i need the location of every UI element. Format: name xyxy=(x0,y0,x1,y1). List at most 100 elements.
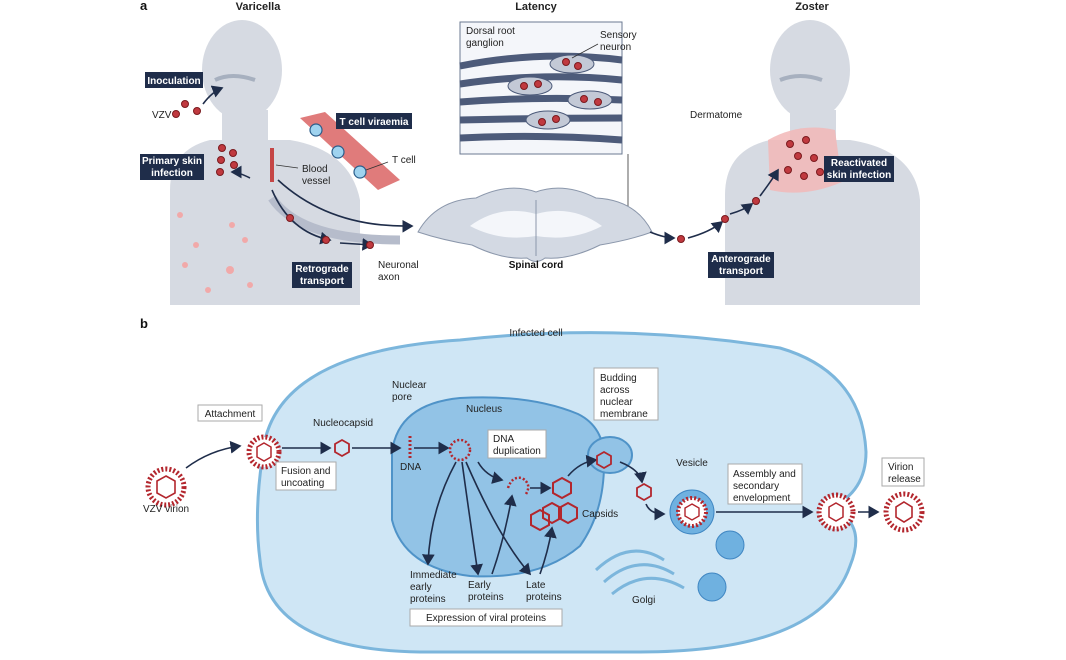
early-line1: Early xyxy=(468,580,491,591)
neuronal-axon xyxy=(268,195,401,245)
exiting-virion xyxy=(816,492,856,532)
zoster-nasal-cavity xyxy=(779,74,823,82)
fusion-line1: Fusion and xyxy=(281,466,330,477)
primary-skin-line2: infection xyxy=(151,168,193,179)
drg-line2: ganglion xyxy=(466,38,504,49)
axon-virus-particles xyxy=(286,214,374,249)
virion-in-vesicle xyxy=(676,496,708,528)
primary-skin-infection-tag xyxy=(140,154,204,180)
budding-line3: nuclear xyxy=(600,397,633,408)
nucleocapsid xyxy=(334,438,350,458)
nucleocapsid-label: Nucleocapsid xyxy=(313,418,373,429)
dna-duplication-box xyxy=(487,429,547,459)
skin-rash-spots xyxy=(177,212,253,293)
to-bud-arrow xyxy=(567,454,598,477)
inoculation-arrow xyxy=(202,85,224,105)
anterograde-arrow-1 xyxy=(649,231,676,245)
header-varicella: Varicella xyxy=(236,1,282,13)
vzv-virion-label: VZV virion xyxy=(143,504,189,515)
vzv-virion-outside xyxy=(145,466,187,508)
attachment-label: Attachment xyxy=(205,409,256,420)
to-cytoplasm-arrow xyxy=(619,461,647,484)
blood-vessel-line2: vessel xyxy=(302,176,330,187)
to-spinal-cord-arrow xyxy=(277,179,414,233)
fusion-box xyxy=(275,461,337,491)
nasal-cavity xyxy=(214,74,256,82)
vesicle-small-2 xyxy=(697,572,727,602)
t-cell-label: T cell xyxy=(392,155,416,166)
ie-line1: Immediate xyxy=(410,570,457,581)
ie-line2: early xyxy=(410,582,432,593)
dna-duplication-line1: DNA xyxy=(493,434,514,445)
sensory-neuron-leader xyxy=(571,43,599,59)
dna-duplication-line2: duplication xyxy=(493,446,541,457)
assembly-line1: Assembly and xyxy=(733,469,796,480)
budding-box xyxy=(593,367,659,421)
blood-vessel-branch xyxy=(300,112,400,190)
drg-line1: Dorsal root xyxy=(466,26,515,37)
primary-skin-line1: Primary skin xyxy=(142,156,202,167)
reactivated-virus-cluster xyxy=(784,136,824,180)
spinal-cord-label: Spinal cord xyxy=(509,260,563,271)
reactivated-line2: skin infection xyxy=(827,170,891,181)
attachment-arrow xyxy=(185,440,242,469)
panel-a-letter: a xyxy=(140,0,148,13)
sensory-neuron-line1: Sensory xyxy=(600,30,637,41)
vesicle-small-1 xyxy=(715,530,745,560)
late-line1: Late xyxy=(526,580,546,591)
ie-protein-arrow xyxy=(421,461,457,566)
latent-virus-particles xyxy=(520,58,602,126)
anterograde-line2: transport xyxy=(719,266,764,277)
capsids xyxy=(530,476,578,532)
capsids-label: Capsids xyxy=(582,509,618,520)
vzv-label: VZV xyxy=(152,110,172,121)
nucleus-label: Nucleus xyxy=(466,404,502,415)
sensory-neuron-line2: neuron xyxy=(600,42,631,53)
budding-line1: Budding xyxy=(600,373,637,384)
to-vesicle-arrow xyxy=(645,503,666,521)
anterograde-line1: Anterograde xyxy=(711,254,771,265)
late-feedback-arrow xyxy=(539,526,557,575)
expression-box xyxy=(409,608,563,627)
anterograde-tag xyxy=(708,252,774,278)
golgi-label: Golgi xyxy=(632,595,655,606)
virion-release-line1: Virion xyxy=(888,462,913,473)
golgi xyxy=(594,549,685,596)
virion-release-box xyxy=(881,457,925,487)
inoculation-tag-text: Inoculation xyxy=(147,76,200,87)
dermatome-label: Dermatome xyxy=(690,110,743,121)
sensory-neuron-bodies xyxy=(507,54,613,130)
reactivated-tag xyxy=(824,156,894,182)
anterograde-arrow-3 xyxy=(729,203,754,215)
inoculation-virus-particles xyxy=(172,100,201,118)
early-feedback-arrow xyxy=(491,494,517,575)
anterograde-arrow-2 xyxy=(687,220,724,239)
late-protein-arrow xyxy=(465,461,532,576)
anterograde-virus-1 xyxy=(677,235,685,243)
vesicle-label: Vesicle xyxy=(676,458,708,469)
header-zoster: Zoster xyxy=(795,1,829,13)
neuronal-axon-line2: axon xyxy=(378,272,400,283)
virion-release-line2: release xyxy=(888,474,921,485)
skin-infection-arrow xyxy=(230,165,251,179)
panel-b-letter: b xyxy=(140,316,148,331)
inoculation-tag xyxy=(145,72,203,88)
header-latency: Latency xyxy=(515,1,557,13)
t-cell-viraemia-text: T cell viraemia xyxy=(340,117,409,128)
nucleus xyxy=(391,396,606,578)
budding-line2: across xyxy=(600,385,629,396)
released-virion xyxy=(883,491,925,533)
retrograde-line1: Retrograde xyxy=(295,264,349,275)
retrograde-tag xyxy=(292,262,352,288)
nuclear-pore-line1: Nuclear xyxy=(392,380,427,391)
late-line2: proteins xyxy=(526,592,562,603)
reactivated-line1: Reactivated xyxy=(831,158,887,169)
neuronal-axon-line1: Neuronal xyxy=(378,260,419,271)
infected-cell-label: Infected cell xyxy=(509,328,562,339)
early-protein-arrow xyxy=(461,461,483,576)
attached-virion xyxy=(246,434,282,470)
ie-line3: proteins xyxy=(410,594,446,605)
blood-vessel-leader xyxy=(275,164,299,169)
